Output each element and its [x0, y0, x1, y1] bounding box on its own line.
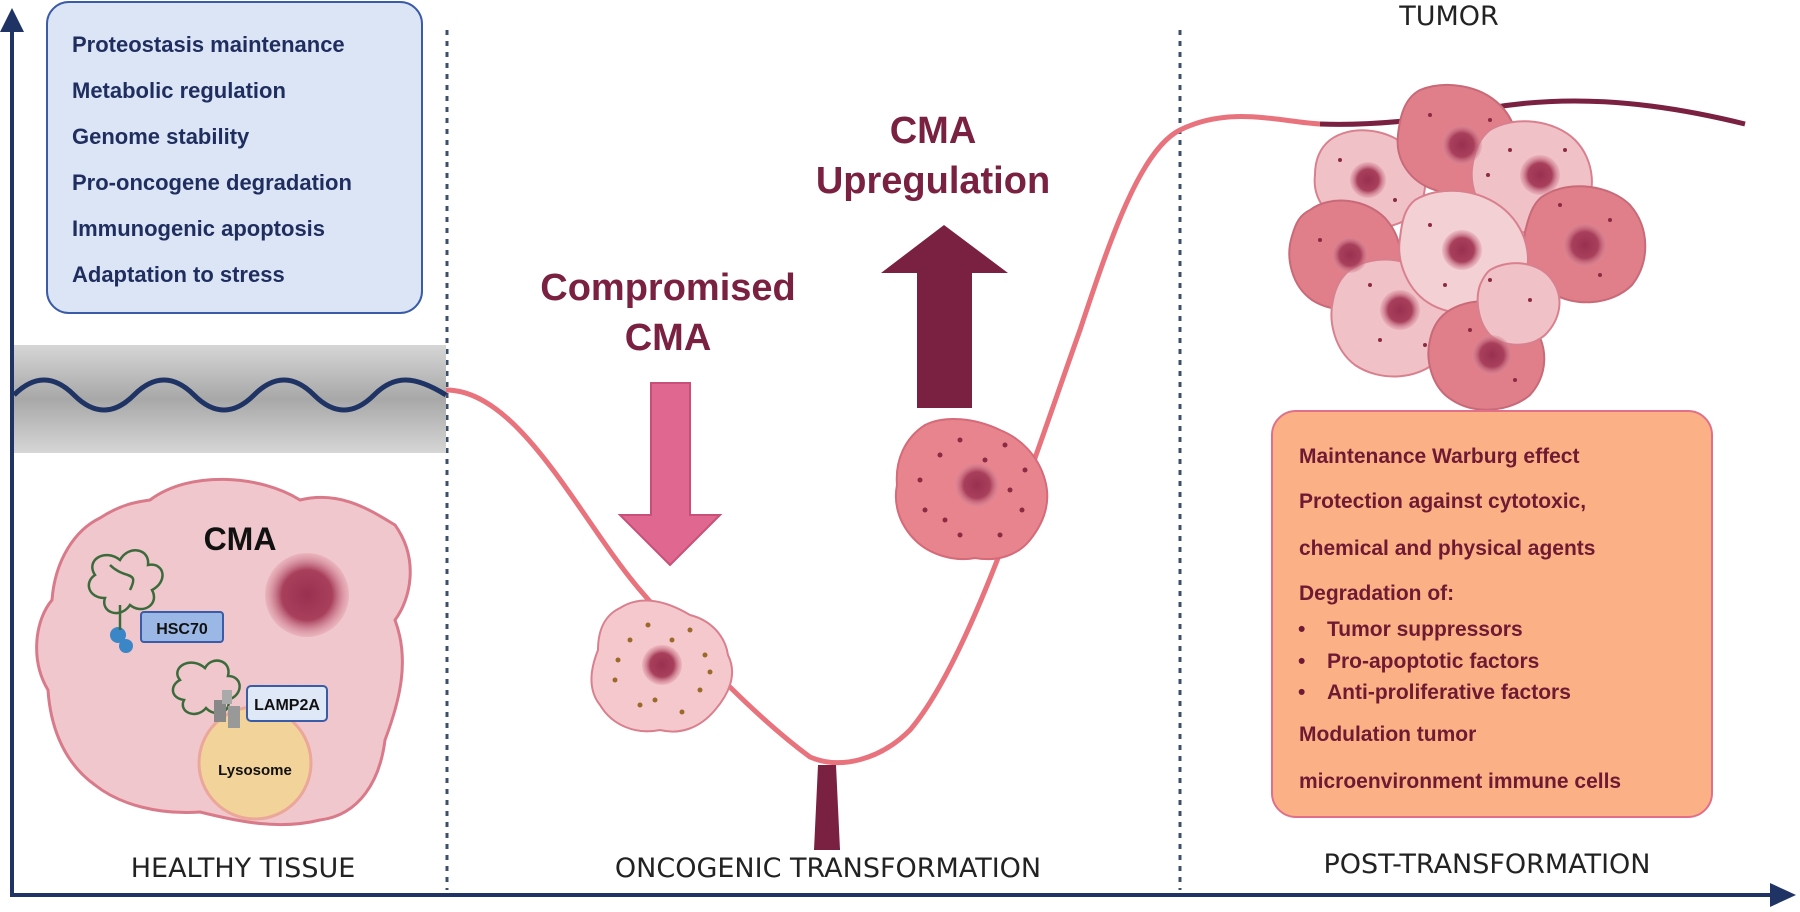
compromised-down-arrow [617, 382, 723, 567]
substrate-protein-icon [87, 549, 164, 615]
healthy-functions-box [46, 1, 423, 314]
section-label-healthy: HEALTHY TISSUE [131, 853, 356, 884]
tumor-item: Maintenance Warburg effect [1299, 445, 1579, 468]
tumor-item: chemical and physical agents [1299, 537, 1595, 560]
hsc70-label-box [140, 611, 224, 643]
lamp2a-receptor-icon [214, 700, 226, 722]
bullet-dot: • [1298, 618, 1305, 641]
tumor-bullet: Pro-apoptotic factors [1327, 650, 1539, 673]
tumor-nucleus [1380, 290, 1420, 330]
tumor-nucleus [1520, 155, 1560, 195]
healthy-item: Immunogenic apoptosis [72, 216, 325, 241]
healthy-item: Genome stability [72, 124, 250, 149]
lysosome-label: Lysosome [218, 762, 292, 779]
healthy-item: Adaptation to stress [72, 262, 285, 287]
hsc70-chaperone-icon [119, 639, 133, 653]
lamp2a-receptor-icon [228, 706, 240, 728]
tumor-nucleus [1442, 125, 1482, 165]
cell-granules [917, 437, 1028, 538]
cell-granules [612, 622, 713, 715]
bullet-dot: • [1298, 681, 1305, 704]
tumor-item: Modulation tumor [1299, 723, 1476, 746]
cma-activity-curve [445, 114, 1321, 766]
tumor-functions-box [1271, 410, 1713, 818]
x-axis-arrowhead [1770, 883, 1796, 907]
upregulation-up-arrow [881, 225, 1008, 408]
cell-granules [1318, 113, 1612, 382]
hsc70-chaperone-icon [110, 627, 126, 643]
transformed-cell-nucleus [955, 463, 999, 507]
tumor-item: Degradation of: [1299, 582, 1454, 605]
tumor-nucleus [1442, 230, 1482, 270]
tumor-bullet: Tumor suppressors [1327, 618, 1523, 641]
homeostasis-band [14, 345, 446, 453]
upregulation-label-line1: CMA [890, 110, 977, 152]
y-axis-arrowhead [0, 8, 24, 32]
bullet-dot: • [1298, 650, 1305, 673]
transformation-marker-tip [814, 765, 840, 850]
tumor-functions-list: Maintenance Warburg effect Protection ag… [1298, 445, 1621, 793]
tumor-nucleus [1332, 237, 1368, 273]
healthy-item: Pro-oncogene degradation [72, 170, 352, 195]
upregulation-label-line2: Upregulation [816, 160, 1050, 202]
section-label-oncogenic: ONCOGENIC TRANSFORMATION [615, 853, 1041, 884]
section-label-post: POST-TRANSFORMATION [1323, 849, 1650, 880]
tumor-nucleus [1350, 162, 1386, 198]
compromised-label-line2: CMA [625, 317, 712, 359]
section-label-tumor: TUMOR [1398, 1, 1499, 32]
transforming-cell [590, 599, 733, 733]
tumor-item: microenvironment immune cells [1299, 770, 1621, 793]
lamp2a-label: LAMP2A [254, 697, 320, 714]
tumor-item: Protection against cytotoxic, [1299, 490, 1586, 513]
tumor-nucleus [1472, 335, 1512, 375]
healthy-item: Metabolic regulation [72, 78, 286, 103]
hsc70-label: HSC70 [156, 621, 208, 638]
healthy-item: Proteostasis maintenance [72, 32, 345, 57]
lamp2a-receptor-icon [222, 690, 232, 704]
transforming-cell-nucleus [642, 645, 682, 685]
tumor-bullet: Anti-proliferative factors [1327, 681, 1571, 704]
homeostasis-wave [12, 377, 448, 413]
lamp2a-label-box [246, 685, 328, 722]
healthy-cell: CMA HSC70 Lysosome LAMP2A [35, 477, 412, 827]
compromised-label-line1: Compromised [540, 267, 795, 309]
axes [0, 8, 1796, 907]
healthy-functions-list: Proteostasis maintenance Metabolic regul… [72, 32, 352, 287]
healthy-cell-title: CMA [204, 521, 277, 557]
tumor-cell [1476, 262, 1561, 346]
tumor-cluster [1288, 84, 1647, 411]
transformed-cell [895, 418, 1049, 561]
tumor-nucleus [1563, 223, 1607, 267]
healthy-cell-nucleus [265, 553, 349, 637]
